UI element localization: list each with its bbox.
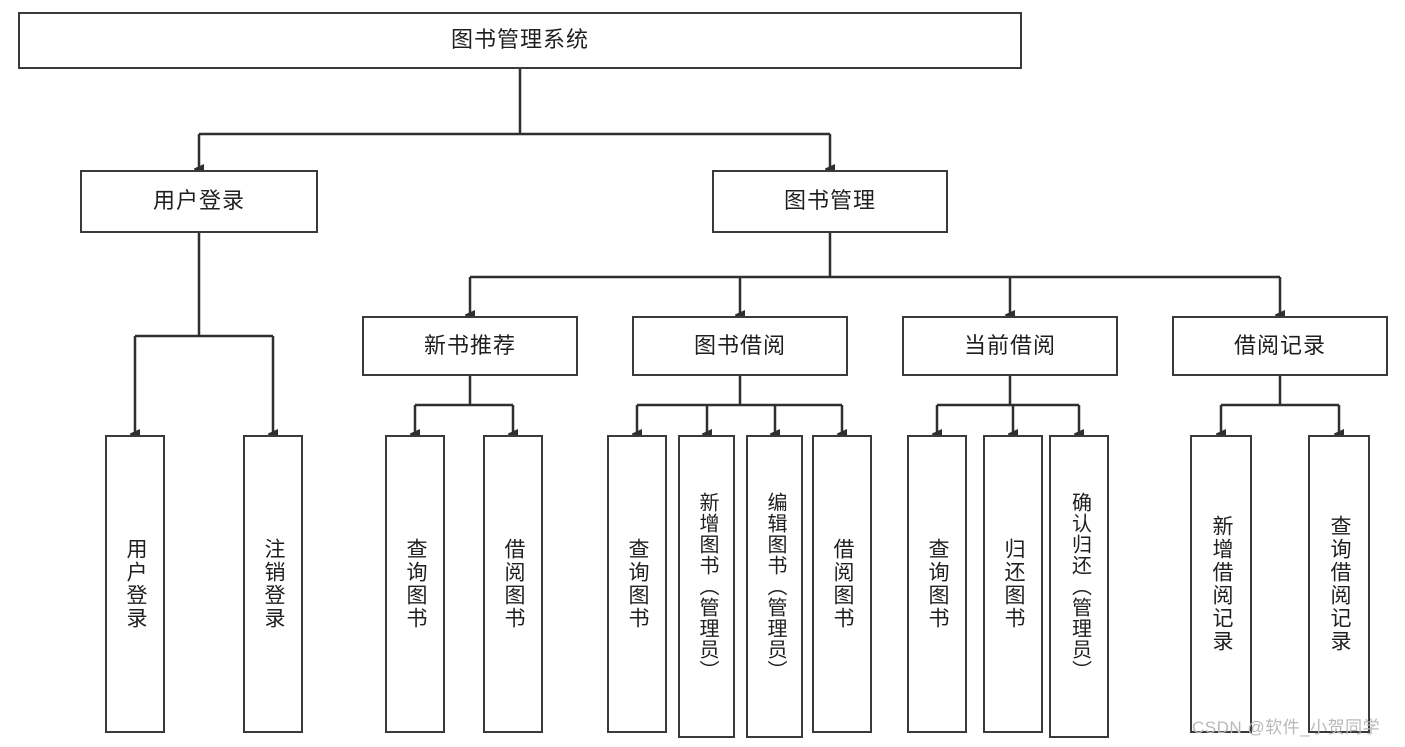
node-label: 查询借阅记录 <box>1328 515 1352 653</box>
node-label: 归还图书 <box>1002 538 1026 630</box>
node-label: 新书推荐 <box>423 332 516 358</box>
node-label: 查询图书 <box>626 538 650 630</box>
node-l-logout[interactable]: 注销登录 <box>243 435 303 733</box>
node-l-re-add[interactable]: 新增借阅记录 <box>1190 435 1252 733</box>
node-label: 当前借阅 <box>963 332 1056 358</box>
node-label: 注销登录 <box>262 538 286 630</box>
node-newbook[interactable]: 新书推荐 <box>362 316 578 376</box>
node-borrow[interactable]: 图书借阅 <box>632 316 848 376</box>
node-current[interactable]: 当前借阅 <box>902 316 1118 376</box>
node-records[interactable]: 借阅记录 <box>1172 316 1388 376</box>
node-l-bo-query[interactable]: 查询图书 <box>607 435 667 733</box>
node-root[interactable]: 图书管理系统 <box>18 12 1022 69</box>
node-label: 用户登录 <box>152 188 245 214</box>
node-l-re-query[interactable]: 查询借阅记录 <box>1308 435 1370 733</box>
node-l-cu-confirm[interactable]: 确认归还（管理员） <box>1049 435 1109 738</box>
node-l-nb-query[interactable]: 查询图书 <box>385 435 445 733</box>
node-label: 用户登录 <box>124 538 148 630</box>
node-l-bo-add[interactable]: 新增图书（管理员） <box>678 435 735 738</box>
node-label: 编辑图书（管理员） <box>764 492 786 681</box>
node-label: 借阅记录 <box>1233 332 1326 358</box>
node-label: 查询图书 <box>404 538 428 630</box>
node-l-login[interactable]: 用户登录 <box>105 435 165 733</box>
node-label: 新增图书（管理员） <box>696 492 718 681</box>
node-label: 新增借阅记录 <box>1210 515 1234 653</box>
node-l-cu-return[interactable]: 归还图书 <box>983 435 1043 733</box>
node-l-cu-query[interactable]: 查询图书 <box>907 435 967 733</box>
node-l-nb-borrow[interactable]: 借阅图书 <box>483 435 543 733</box>
watermark-label: CSDN @软件_小贺同学 <box>1192 718 1381 737</box>
node-label: 借阅图书 <box>831 538 855 630</box>
node-bookmgmt[interactable]: 图书管理 <box>712 170 948 233</box>
node-label: 图书管理系统 <box>450 27 589 53</box>
node-label: 查询图书 <box>926 538 950 630</box>
node-label: 借阅图书 <box>502 538 526 630</box>
connector-lines <box>135 69 1339 434</box>
node-l-bo-edit[interactable]: 编辑图书（管理员） <box>746 435 803 738</box>
node-label: 图书管理 <box>783 188 876 214</box>
node-login[interactable]: 用户登录 <box>80 170 318 233</box>
node-label: 确认归还（管理员） <box>1068 492 1091 681</box>
node-l-bo-borrow[interactable]: 借阅图书 <box>812 435 872 733</box>
node-label: 图书借阅 <box>693 332 786 358</box>
